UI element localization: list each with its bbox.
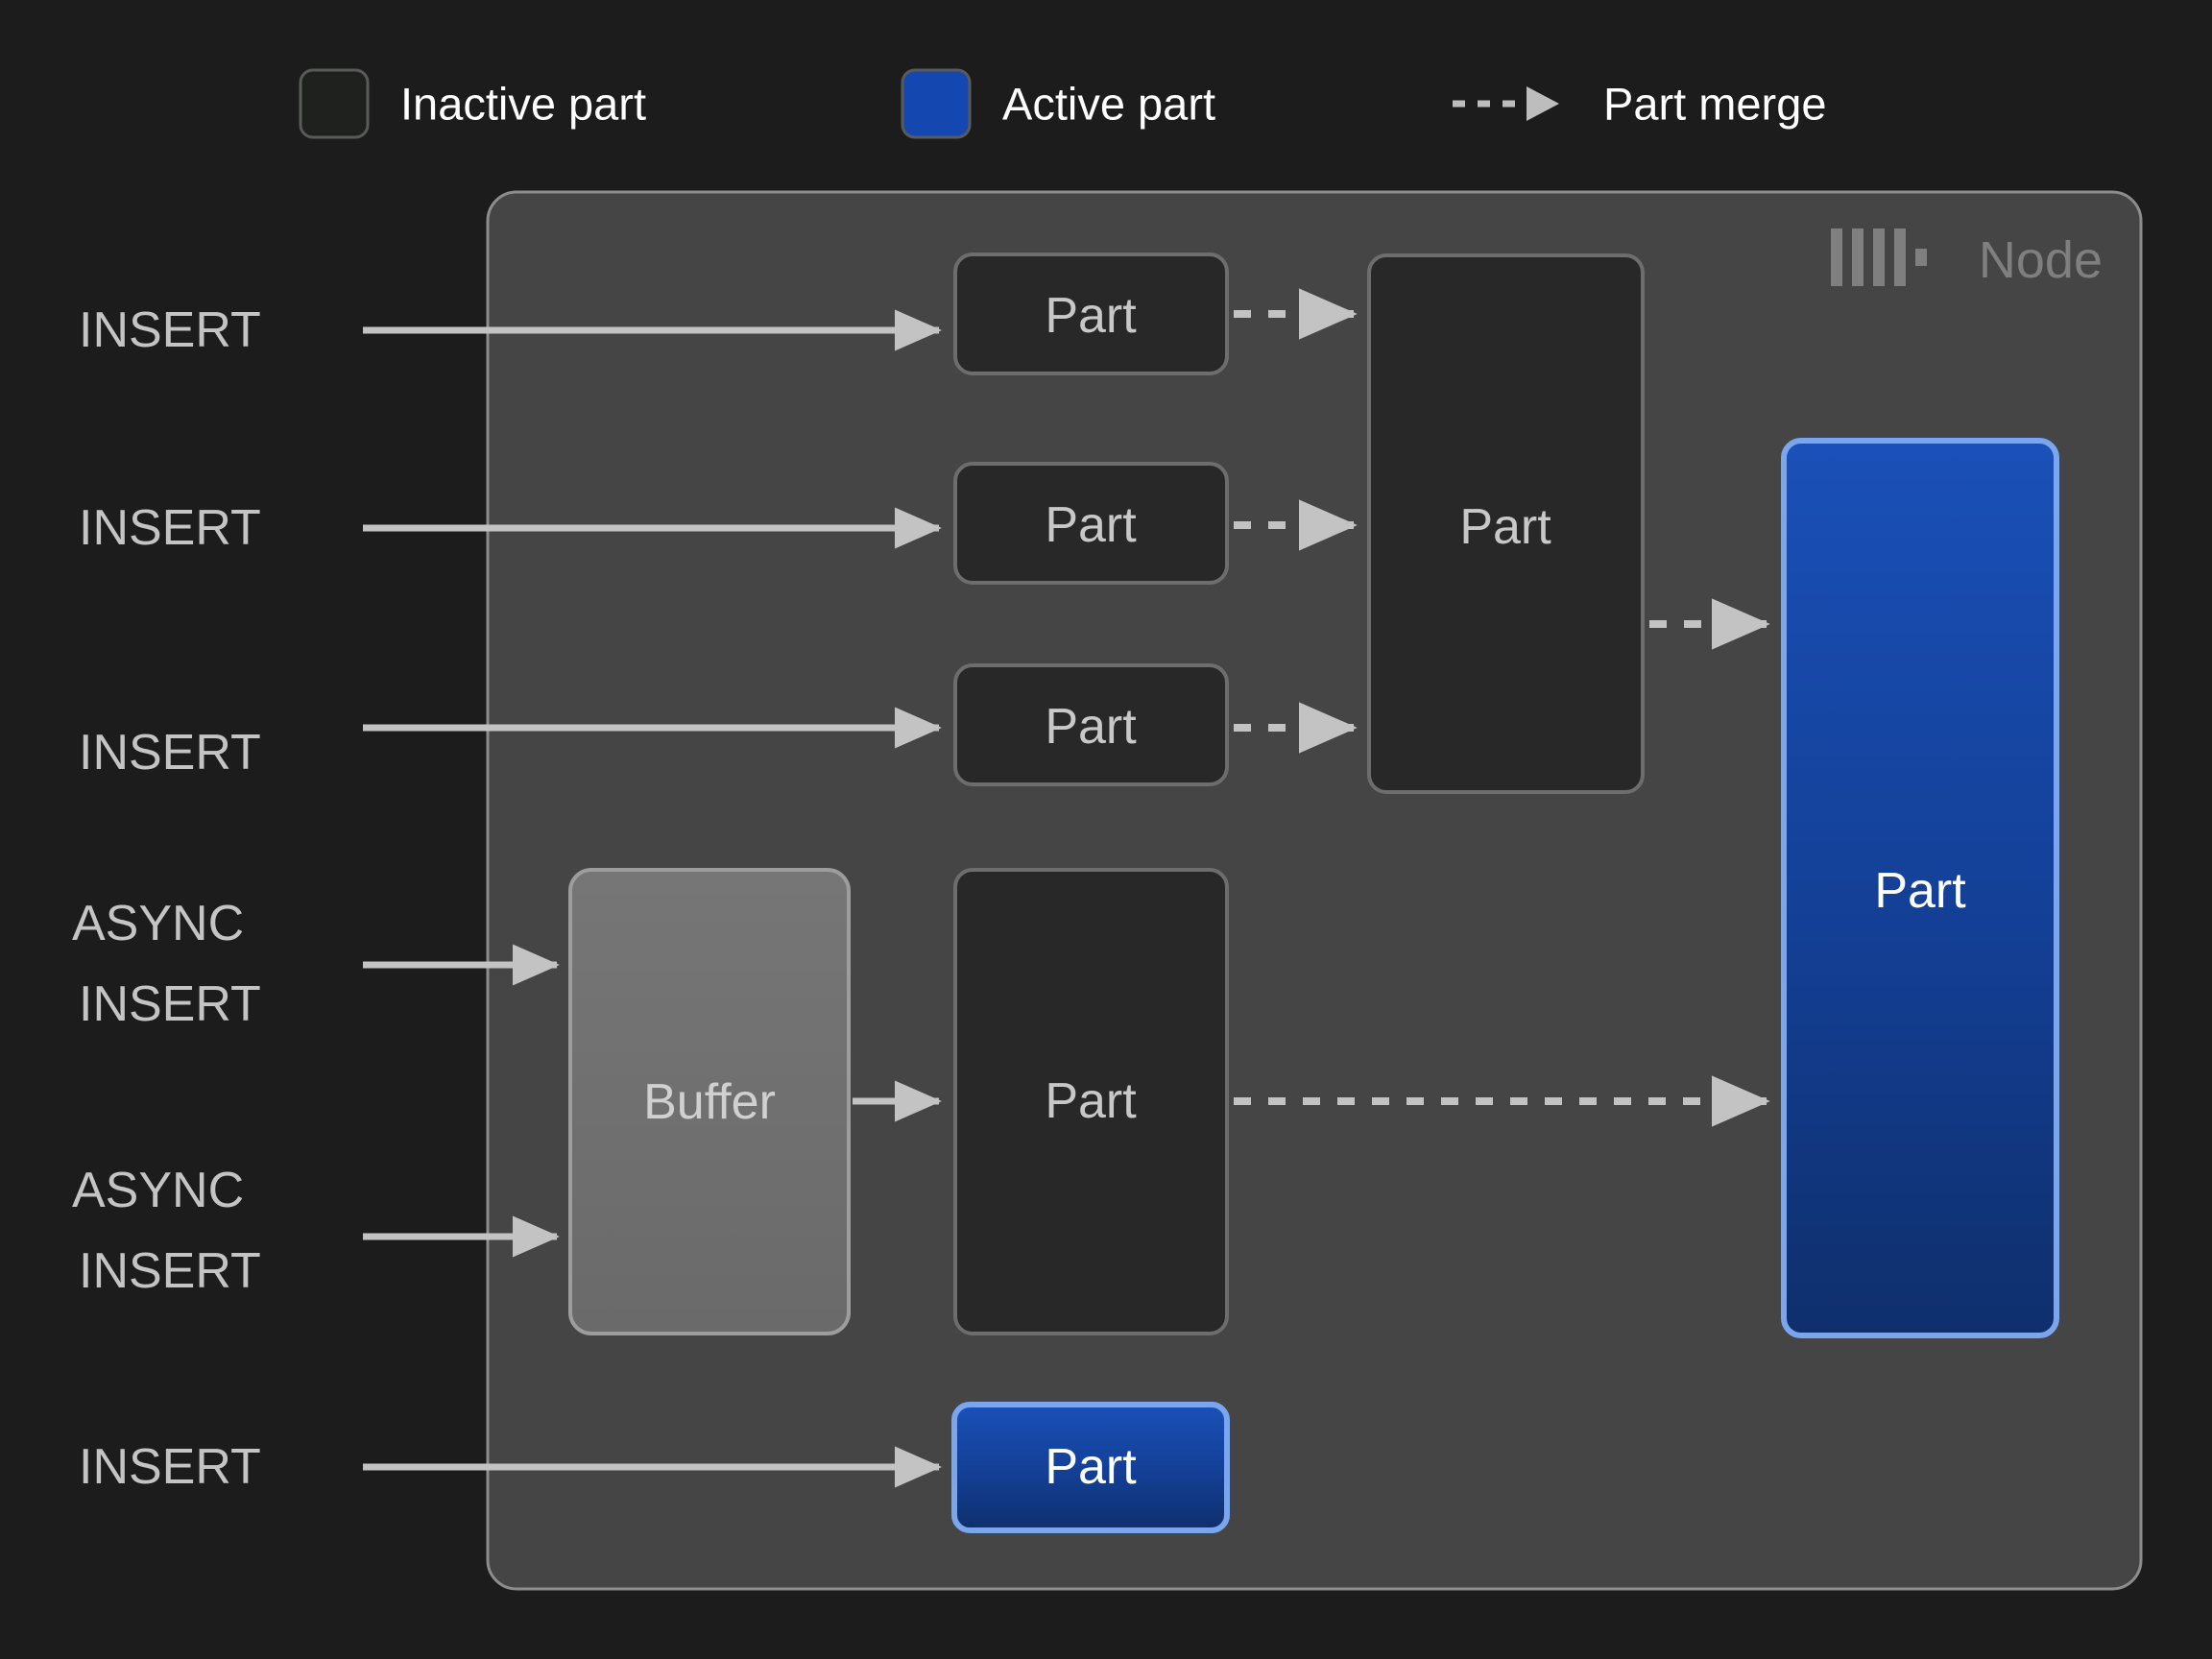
clickhouse-logo-icon (1831, 228, 1927, 286)
part-a2-rect[interactable] (953, 462, 1229, 585)
part-direct-rect[interactable] (951, 1402, 1230, 1533)
buffer-label: Buffer (643, 1074, 776, 1130)
active-swatch-icon (901, 68, 972, 139)
input-label-async-insert-1-line-2: INSERT (79, 976, 261, 1032)
input-label-async-insert-2-line-2: INSERT (79, 1243, 261, 1299)
inactive-swatch-icon (299, 68, 370, 139)
input-label-insert-4: INSERT (79, 1439, 261, 1495)
input-label-insert-1: INSERT (79, 302, 261, 358)
input-label-async-insert-1: ASYNC INSERT (72, 896, 261, 1032)
legend-item-active-part: Active part (901, 68, 1215, 139)
buffer-rect[interactable] (568, 868, 851, 1335)
input-label-insert-1-line-1: INSERT (79, 302, 261, 358)
legend: Inactive part Active part Part merge (299, 68, 1826, 139)
legend-label-active-part: Active part (1002, 79, 1215, 130)
part-box-part-a2[interactable]: Part (953, 462, 1229, 585)
input-labels: INSERT INSERT INSERT ASYNC INSERT ASYNC … (72, 302, 261, 1495)
input-label-insert-3-line-1: INSERT (79, 725, 261, 781)
part-direct-label: Part (1045, 1439, 1137, 1495)
input-label-async-insert-2: ASYNC INSERT (72, 1163, 261, 1299)
input-label-async-insert-2-line-1: ASYNC (72, 1163, 244, 1218)
input-edges (363, 309, 942, 1488)
input-label-insert-2-line-1: INSERT (79, 500, 261, 556)
input-label-async-insert-1-line-1: ASYNC (72, 896, 244, 951)
part-final-label: Part (1874, 863, 1966, 919)
legend-item-inactive-part: Inactive part (299, 68, 646, 139)
node-label: Node (1979, 231, 2103, 289)
part-final-rect[interactable] (1781, 438, 2059, 1338)
buffer-box[interactable]: Buffer (568, 868, 851, 1335)
part-merged-label: Part (1459, 499, 1551, 555)
part-box-part-a1[interactable]: Part (953, 252, 1229, 375)
part-a2-label: Part (1045, 497, 1137, 553)
part-a1-rect[interactable] (953, 252, 1229, 375)
part-box-part-final[interactable]: Part (1781, 438, 2059, 1338)
input-label-insert-2: INSERT (79, 500, 261, 556)
part-a3-label: Part (1045, 699, 1137, 755)
input-label-insert-3: INSERT (79, 725, 261, 781)
legend-label-part-merge: Part merge (1603, 79, 1826, 130)
part-a3-rect[interactable] (953, 663, 1229, 786)
part-a1-label: Part (1045, 288, 1137, 344)
part-box-part-buffered[interactable]: Part (953, 868, 1229, 1335)
legend-label-inactive-part: Inactive part (400, 79, 646, 130)
part-box-part-a3[interactable]: Part (953, 663, 1229, 786)
part-buffered-label: Part (1045, 1073, 1137, 1129)
part-merged-rect[interactable] (1367, 253, 1645, 794)
input-label-insert-4-line-1: INSERT (79, 1439, 261, 1495)
part-box-part-merged[interactable]: Part (1367, 253, 1645, 794)
part-box-part-direct[interactable]: Part (951, 1402, 1230, 1533)
dashed-arrow-icon (1453, 86, 1559, 121)
part-buffered-rect[interactable] (953, 868, 1229, 1335)
legend-item-part-merge: Part merge (1453, 79, 1826, 130)
